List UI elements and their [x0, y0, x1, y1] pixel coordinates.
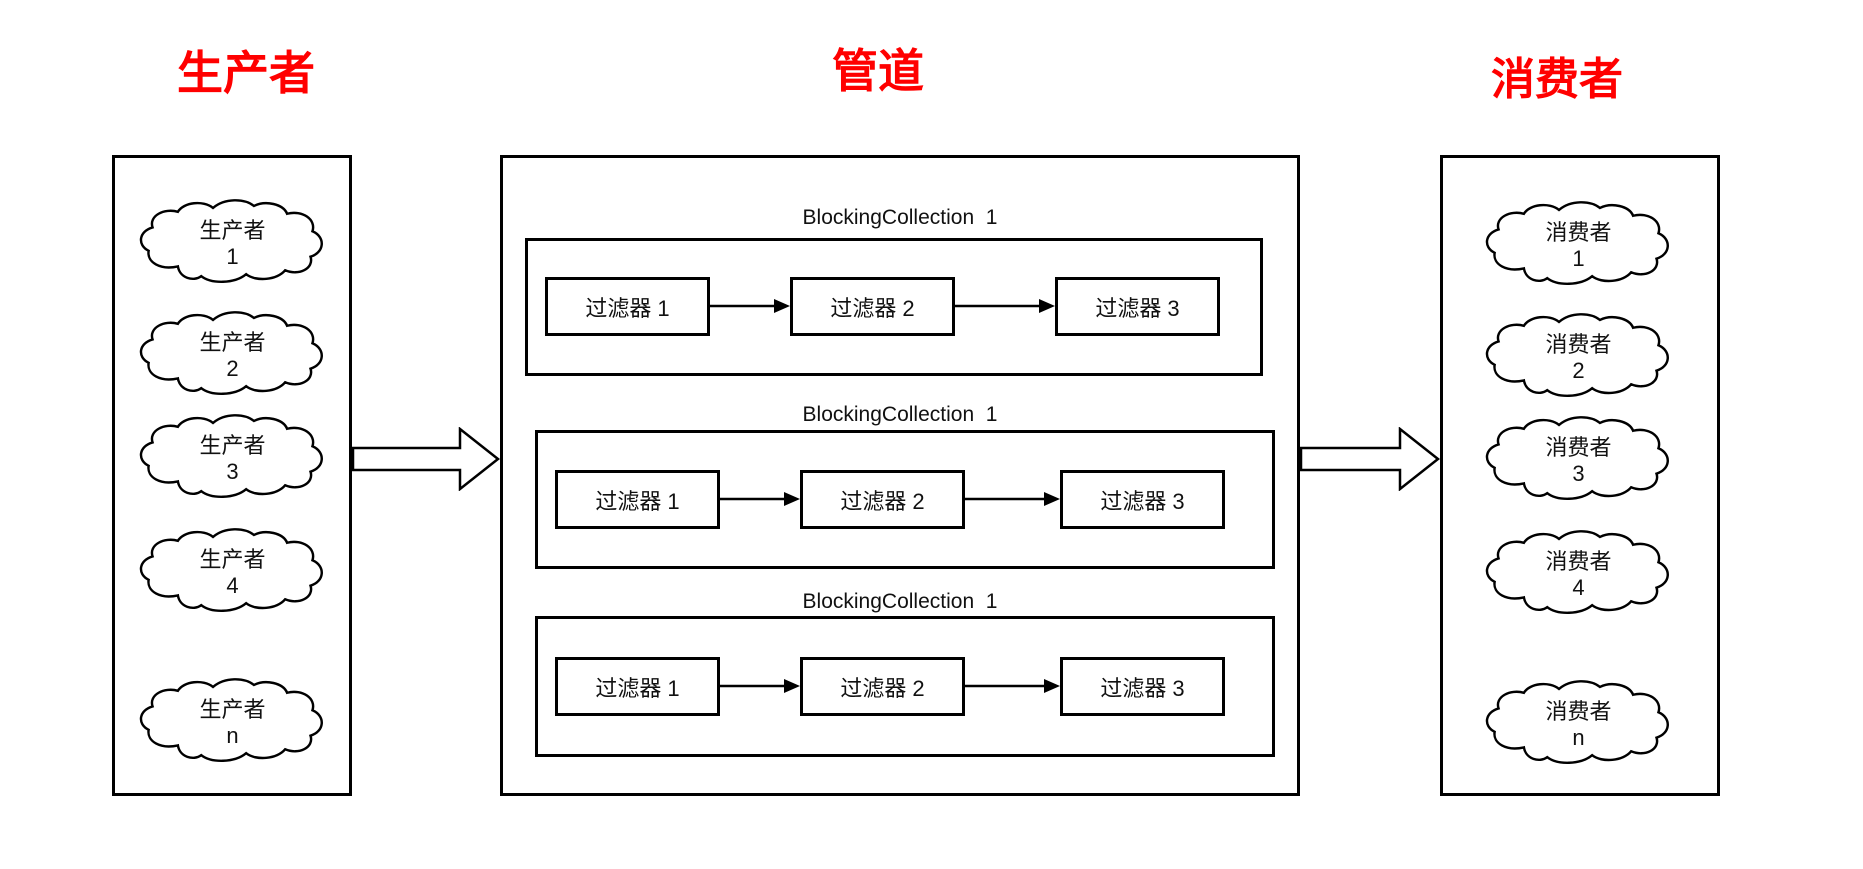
cloud-icon [1485, 313, 1669, 397]
cloud-label-number: 2 [1572, 358, 1585, 383]
arrow-right-icon [965, 679, 1060, 693]
cloud-label: 生产者 [199, 330, 266, 355]
filter-box-1-3: 过滤器 3 [1055, 277, 1220, 336]
cloud-icon [139, 199, 323, 283]
filter-box-3-2: 过滤器 2 [800, 657, 965, 716]
cloud-label-number: n [226, 723, 239, 748]
arrow-right-icon [720, 492, 800, 506]
cloud-label-number: 2 [226, 356, 239, 381]
cloud-label: 生产者 [199, 433, 266, 458]
cloud-label-number: n [1572, 725, 1585, 750]
pipeline-to-consumers-arrow-icon [1300, 427, 1440, 491]
cloud-label: 消费者 [1545, 332, 1612, 357]
cloud-icon [1485, 530, 1669, 614]
cloud-label-number: 4 [226, 573, 239, 598]
cloud-icon [139, 414, 323, 498]
cloud-label: 生产者 [199, 547, 266, 572]
cloud-icon [1485, 680, 1669, 764]
cloud-label-number: 3 [1572, 461, 1585, 486]
producers-to-pipeline-arrow-icon [352, 427, 500, 491]
arrow-right-icon [965, 492, 1060, 506]
blocking-collection-label-2: BlockingCollection 1 [802, 403, 998, 426]
cloud-label: 生产者 [199, 697, 266, 722]
arrow-right-icon [955, 299, 1055, 313]
cloud-label: 消费者 [1545, 435, 1612, 460]
producers-title: 生产者 [177, 47, 315, 99]
cloud-icon [139, 678, 323, 762]
arrow-right-icon [720, 679, 800, 693]
cloud-label: 消费者 [1545, 549, 1612, 574]
blocking-collection-label-3: BlockingCollection 1 [802, 590, 998, 613]
cloud-label: 消费者 [1545, 220, 1612, 245]
filter-box-2-3: 过滤器 3 [1060, 470, 1225, 529]
cloud-label-number: 1 [226, 244, 239, 269]
cloud-label: 生产者 [199, 218, 266, 243]
cloud-icon [139, 311, 323, 395]
cloud-icon [139, 528, 323, 612]
cloud-icon [1485, 201, 1669, 285]
arrow-right-icon [710, 299, 790, 313]
cloud-label-number: 4 [1572, 575, 1585, 600]
consumers-title: 消费者 [1491, 55, 1623, 104]
cloud-icon [1485, 416, 1669, 500]
pipeline-title: 管道 [832, 45, 924, 97]
filter-box-2-1: 过滤器 1 [555, 470, 720, 529]
filter-box-1-1: 过滤器 1 [545, 277, 710, 336]
filter-box-3-1: 过滤器 1 [555, 657, 720, 716]
cloud-label-number: 1 [1572, 246, 1585, 271]
blocking-collection-label-1: BlockingCollection 1 [802, 206, 998, 229]
filter-box-2-2: 过滤器 2 [800, 470, 965, 529]
cloud-label: 消费者 [1545, 699, 1612, 724]
filter-box-1-2: 过滤器 2 [790, 277, 955, 336]
filter-box-3-3: 过滤器 3 [1060, 657, 1225, 716]
cloud-label-number: 3 [226, 459, 239, 484]
